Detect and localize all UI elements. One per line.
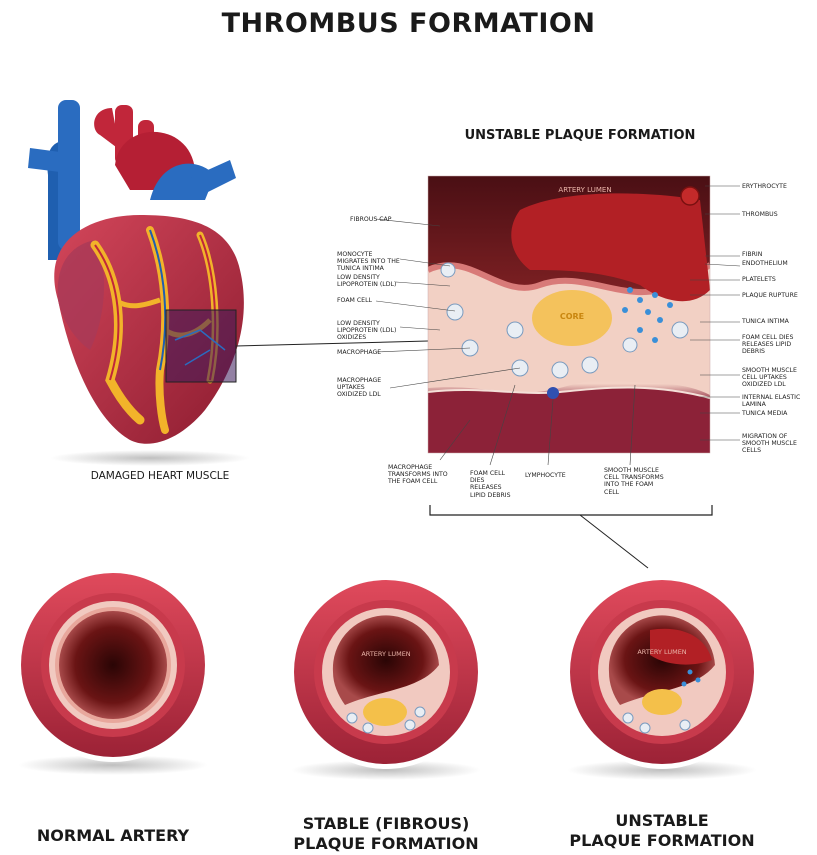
label-fibrous-cap: FIBROUS CAP: [350, 216, 410, 223]
label-plaque-rupture: PLAQUE RUPTURE: [742, 292, 816, 299]
label-endothelium: ENDOTHELIUM: [742, 260, 816, 267]
caption-stable-line1: STABLE (FIBROUS): [276, 814, 496, 834]
artery-lumen-label: ARTERY LUMEN: [540, 186, 630, 194]
heart-caption: DAMAGED HEART MUSCLE: [60, 470, 260, 482]
caption-stable-plaque: STABLE (FIBROUS) PLAQUE FORMATION: [276, 814, 496, 854]
label-smooth-muscle-transforms: SMOOTH MUSCLE CELL TRANSFORMS INTO THE F…: [604, 467, 668, 496]
label-smooth-muscle-uptakes: SMOOTH MUSCLE CELL UPTAKES OXIDIZED LDL: [742, 367, 812, 389]
plaque-detail-box: [428, 176, 712, 568]
unstable-lumen-label: ARTERY LUMEN: [622, 648, 702, 656]
label-tunica-media: TUNICA MEDIA: [742, 410, 816, 417]
caption-normal-line1: NORMAL ARTERY: [13, 826, 213, 846]
label-thrombus: THROMBUS: [742, 211, 816, 218]
label-ldl-oxidizes: LOW DENSITY LIPOPROTEIN (LDL) OXIDIZES: [337, 320, 403, 342]
label-internal-elastic-lamina: INTERNAL ELASTIC LAMINA: [742, 394, 817, 408]
stable-plaque-artery-illustration: [289, 575, 483, 780]
label-foam-cell: FOAM CELL: [337, 297, 397, 304]
caption-normal-artery: NORMAL ARTERY: [13, 826, 213, 846]
caption-unstable-line2: PLAQUE FORMATION: [552, 831, 772, 851]
caption-stable-line2: PLAQUE FORMATION: [276, 834, 496, 854]
stable-lumen-label: ARTERY LUMEN: [346, 650, 426, 658]
label-fibrin: FIBRIN: [742, 251, 816, 258]
normal-artery-illustration: [16, 568, 210, 775]
label-platelets: PLATELETS: [742, 276, 816, 283]
caption-unstable-plaque: UNSTABLE PLAQUE FORMATION: [552, 811, 772, 851]
label-foam-cell-dies: FOAM CELL DIES RELEASES LIPID DEBRIS: [742, 334, 812, 356]
caption-unstable-line1: UNSTABLE: [552, 811, 772, 831]
label-migration-smooth-muscle: MIGRATION OF SMOOTH MUSCLE CELLS: [742, 433, 802, 455]
label-erythrocyte: ERYTHROCYTE: [742, 183, 816, 190]
label-lymphocyte: LYMPHOCYTE: [525, 472, 575, 479]
label-tunica-intima: TUNICA INTIMA: [742, 318, 816, 325]
label-foam-cell-dies-bottom: FOAM CELL DIES RELEASES LIPID DEBRIS: [470, 470, 514, 499]
label-macrophage-transforms: MACROPHAGE TRANSFORMS INTO THE FOAM CELL: [388, 464, 452, 486]
core-label: CORE: [550, 312, 594, 321]
label-macrophage: MACROPHAGE: [337, 349, 397, 356]
label-ldl: LOW DENSITY LIPOPROTEIN (LDL): [337, 274, 403, 288]
label-monocyte-migrates: MONOCYTE MIGRATES INTO THE TUNICA INTIMA: [337, 251, 403, 273]
label-macrophage-uptakes: MACROPHAGE UPTAKES OXIDIZED LDL: [337, 377, 393, 399]
unstable-plaque-artery-illustration: [565, 575, 759, 780]
